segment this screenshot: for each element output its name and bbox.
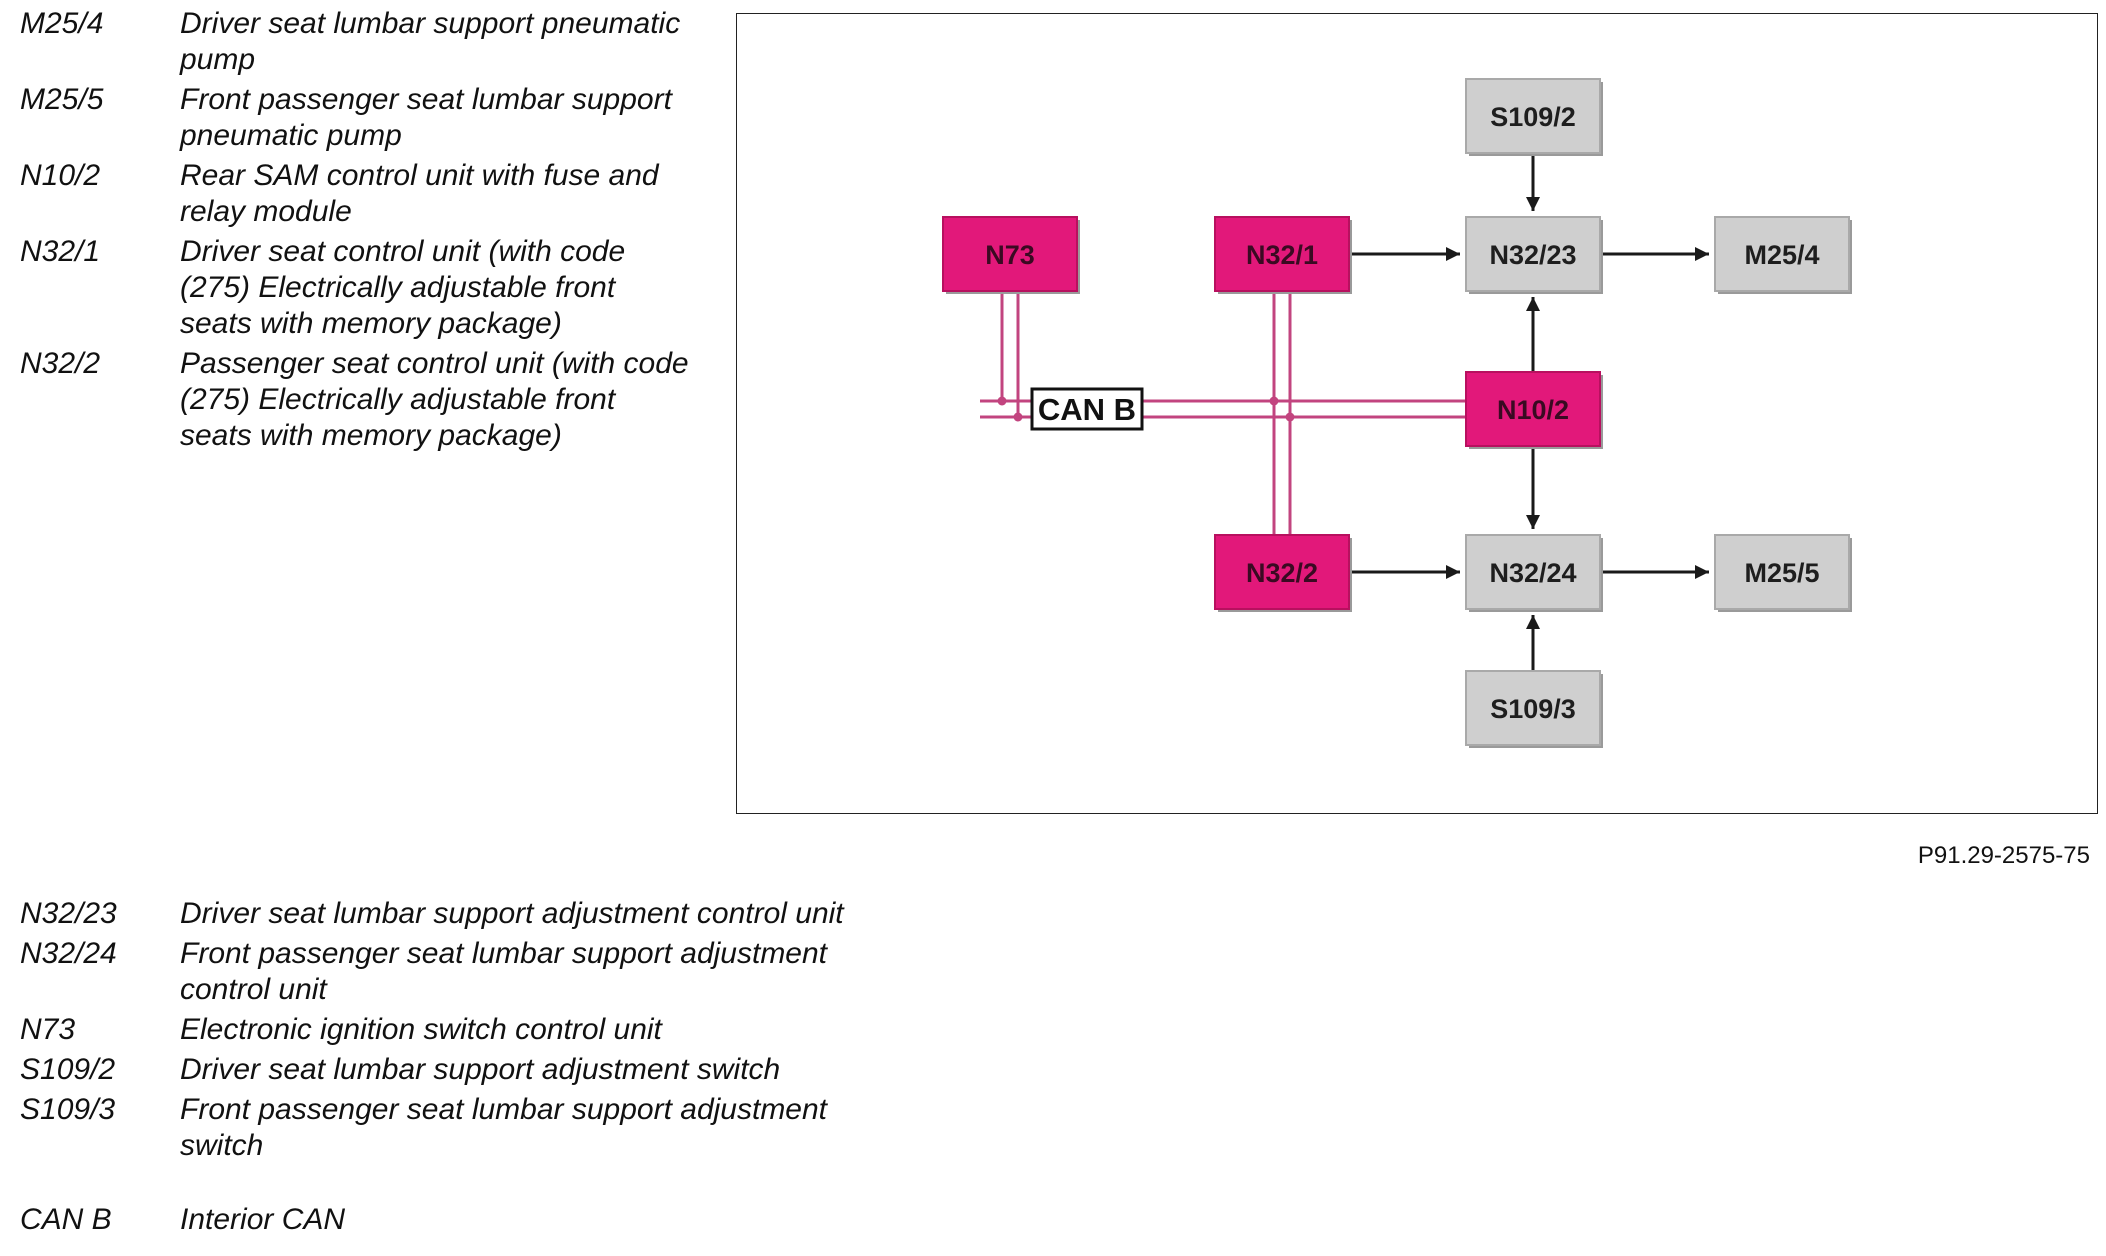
legend-description: Front passenger seat lumbar support pneu… [180,83,672,152]
legend-description: Driver seat lumbar support pneumatic pum… [180,7,681,76]
legend-code: CAN B [20,1203,112,1236]
legend-row: M25/4 Driver seat lumbar support pneumat… [20,6,700,78]
signal-arrows [1349,153,1709,671]
legend-code: S109/2 [20,1053,116,1086]
can-bus-junction-dot [1269,396,1279,406]
node-m25-5: M25/5 [1714,534,1852,612]
legend-code: N10/2 [20,159,101,192]
legend-row: N73 Electronic ignition switch control u… [20,1012,920,1048]
legend-code: N32/1 [20,235,101,268]
can-bus-label: CAN B [1038,392,1136,427]
legend-code: N32/2 [20,347,101,380]
node-n73: N73 [942,216,1080,294]
node-label: N73 [985,240,1035,270]
legend-code: N32/24 [20,937,117,970]
legend-description: Front passenger seat lumbar support adju… [180,937,828,1006]
legend-row: N10/2 Rear SAM control unit with fuse an… [20,158,700,230]
can-bus-junction-dot [1285,412,1295,422]
node-label: N32/2 [1246,558,1318,588]
node-label: N32/23 [1489,240,1576,270]
legend-row: N32/1 Driver seat control unit (with cod… [20,234,700,342]
node-label: M25/5 [1744,558,1819,588]
node-label: N32/1 [1246,240,1318,270]
node-n32-2: N32/2 [1214,534,1352,612]
node-box [1714,216,1850,292]
legend-code: N32/23 [20,897,117,930]
legend-description: Driver seat control unit (with code (275… [180,235,626,340]
node-label: S109/2 [1490,102,1576,132]
legend-row: M25/5 Front passenger seat lumbar suppor… [20,82,700,154]
node-m25-4: M25/4 [1714,216,1852,294]
node-box [1465,670,1601,746]
legend-code: M25/5 [20,83,104,116]
legend-description: Passenger seat control unit (with code (… [180,347,689,452]
node-box [1214,216,1350,292]
node-label: N10/2 [1497,395,1569,425]
node-box [1465,371,1601,447]
node-box [942,216,1078,292]
legend-top: M25/4 Driver seat lumbar support pneumat… [20,6,700,458]
legend-row: CAN B Interior CAN [20,1202,920,1238]
node-box [1465,216,1601,292]
legend-code: N73 [20,1013,76,1046]
legend-row: N32/2 Passenger seat control unit (with … [20,346,700,454]
legend-description: Driver seat lumbar support adjustment sw… [180,1053,781,1086]
legend-row: N32/23 Driver seat lumbar support adjust… [20,896,920,932]
legend-description: Driver seat lumbar support adjustment co… [180,897,844,930]
can-bus-junction-dot [997,396,1007,406]
node-box [1465,534,1601,610]
figure-reference: P91.29-2575-75 [1917,842,2090,869]
node-n32-1: N32/1 [1214,216,1352,294]
legend-row: S109/3 Front passenger seat lumbar suppo… [20,1092,920,1164]
node-label: S109/3 [1490,694,1576,724]
can-bus-label-box [1030,387,1144,431]
legend-description: Electronic ignition switch control unit [180,1013,662,1046]
node-n10-2: N10/2 [1465,371,1603,449]
legend-description: Rear SAM control unit with fuse and rela… [180,159,659,228]
legend-bottom: N32/23 Driver seat lumbar support adjust… [20,896,920,1242]
node-box [1214,534,1350,610]
node-s109-2: S109/2 [1465,78,1603,156]
legend-code: M25/4 [20,7,104,40]
legend-description: Interior CAN [180,1203,346,1236]
legend-row: N32/24 Front passenger seat lumbar suppo… [20,936,920,1008]
node-n32-23: N32/23 [1465,216,1603,294]
can-bus-label-group: CAN B [1030,387,1144,431]
node-label: N32/24 [1489,558,1576,588]
legend-row: S109/2 Driver seat lumbar support adjust… [20,1052,920,1088]
node-box [1465,78,1601,154]
can-bus-junction-dot [1013,412,1023,422]
legend-description: Front passenger seat lumbar support adju… [180,1093,828,1162]
legend-code: S109/3 [20,1093,116,1126]
node-label: M25/4 [1744,240,1819,270]
node-n32-24: N32/24 [1465,534,1603,612]
node-box [1714,534,1850,610]
node-s109-3: S109/3 [1465,670,1603,748]
